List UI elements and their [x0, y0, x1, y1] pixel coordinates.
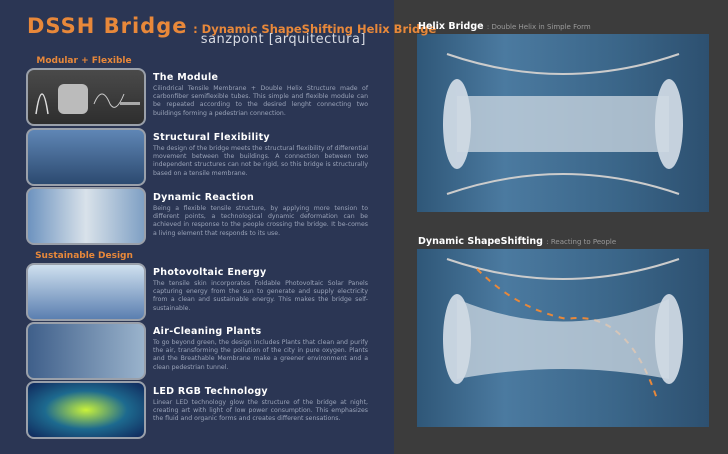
item-title: The Module — [153, 72, 219, 83]
item-title: Dynamic Reaction — [153, 192, 255, 203]
item-text: To go beyond green, the design includes … — [153, 339, 368, 371]
caption-subtitle: : Reacting to People — [546, 238, 617, 246]
item-title: LED RGB Technology — [153, 386, 268, 397]
helix-bridge-render — [417, 34, 709, 212]
section-label-modular: Modular + Flexible — [36, 56, 132, 66]
dynamic-reaction-thumbnail — [26, 187, 146, 245]
structural-flexibility-thumbnail — [26, 128, 146, 186]
photovoltaic-thumbnail — [26, 263, 146, 321]
caption-title: Helix Bridge — [418, 21, 484, 32]
item-text: The tensile skin incorporates Foldable P… — [153, 280, 368, 312]
section-label-sustainable: Sustainable Design — [35, 251, 133, 261]
render-caption-shapeshifting: Dynamic ShapeShifting : Reacting to Peop… — [418, 236, 616, 247]
item-text: Being a flexible tensile structure, by a… — [153, 205, 368, 237]
poster-title: DSSH Bridge : Dynamic ShapeShifting Heli… — [27, 14, 436, 38]
caption-title: Dynamic ShapeShifting — [418, 236, 543, 247]
render-caption-helix: Helix Bridge : Double Helix in Simple Fo… — [418, 21, 591, 32]
title-main: DSSH Bridge — [27, 14, 188, 38]
item-air-cleaning: Air-Cleaning Plants To go beyond green, t… — [153, 326, 368, 372]
shapeshifting-render — [417, 249, 709, 427]
item-text: Linear LED technology glow the structure… — [153, 399, 368, 423]
title-subtitle: : Dynamic ShapeShifting Helix Bridge — [193, 22, 437, 36]
led-thumbnail — [26, 381, 146, 439]
item-text: Cilindrical Tensile Membrane + Double He… — [153, 85, 368, 117]
air-cleaning-thumbnail — [26, 322, 146, 380]
item-title: Photovoltaic Energy — [153, 267, 267, 278]
item-text: The design of the bridge meets the struc… — [153, 145, 368, 177]
caption-subtitle: : Double Helix in Simple Form — [486, 23, 591, 31]
item-title: Structural Flexibility — [153, 132, 270, 143]
item-title: Air-Cleaning Plants — [153, 326, 262, 337]
author: sanzpont [arquitectura] — [200, 32, 366, 47]
module-thumbnail — [26, 68, 146, 126]
